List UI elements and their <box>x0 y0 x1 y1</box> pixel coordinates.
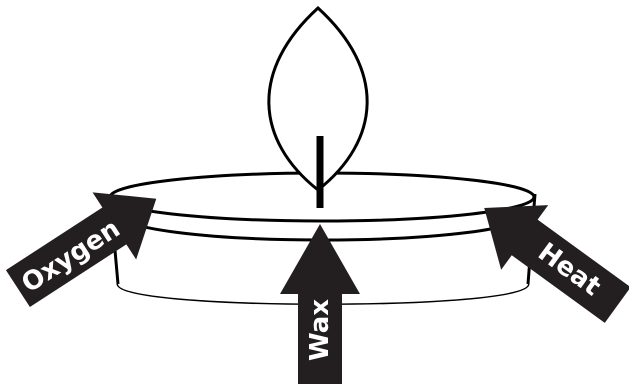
wax-label: Wax <box>305 299 335 361</box>
